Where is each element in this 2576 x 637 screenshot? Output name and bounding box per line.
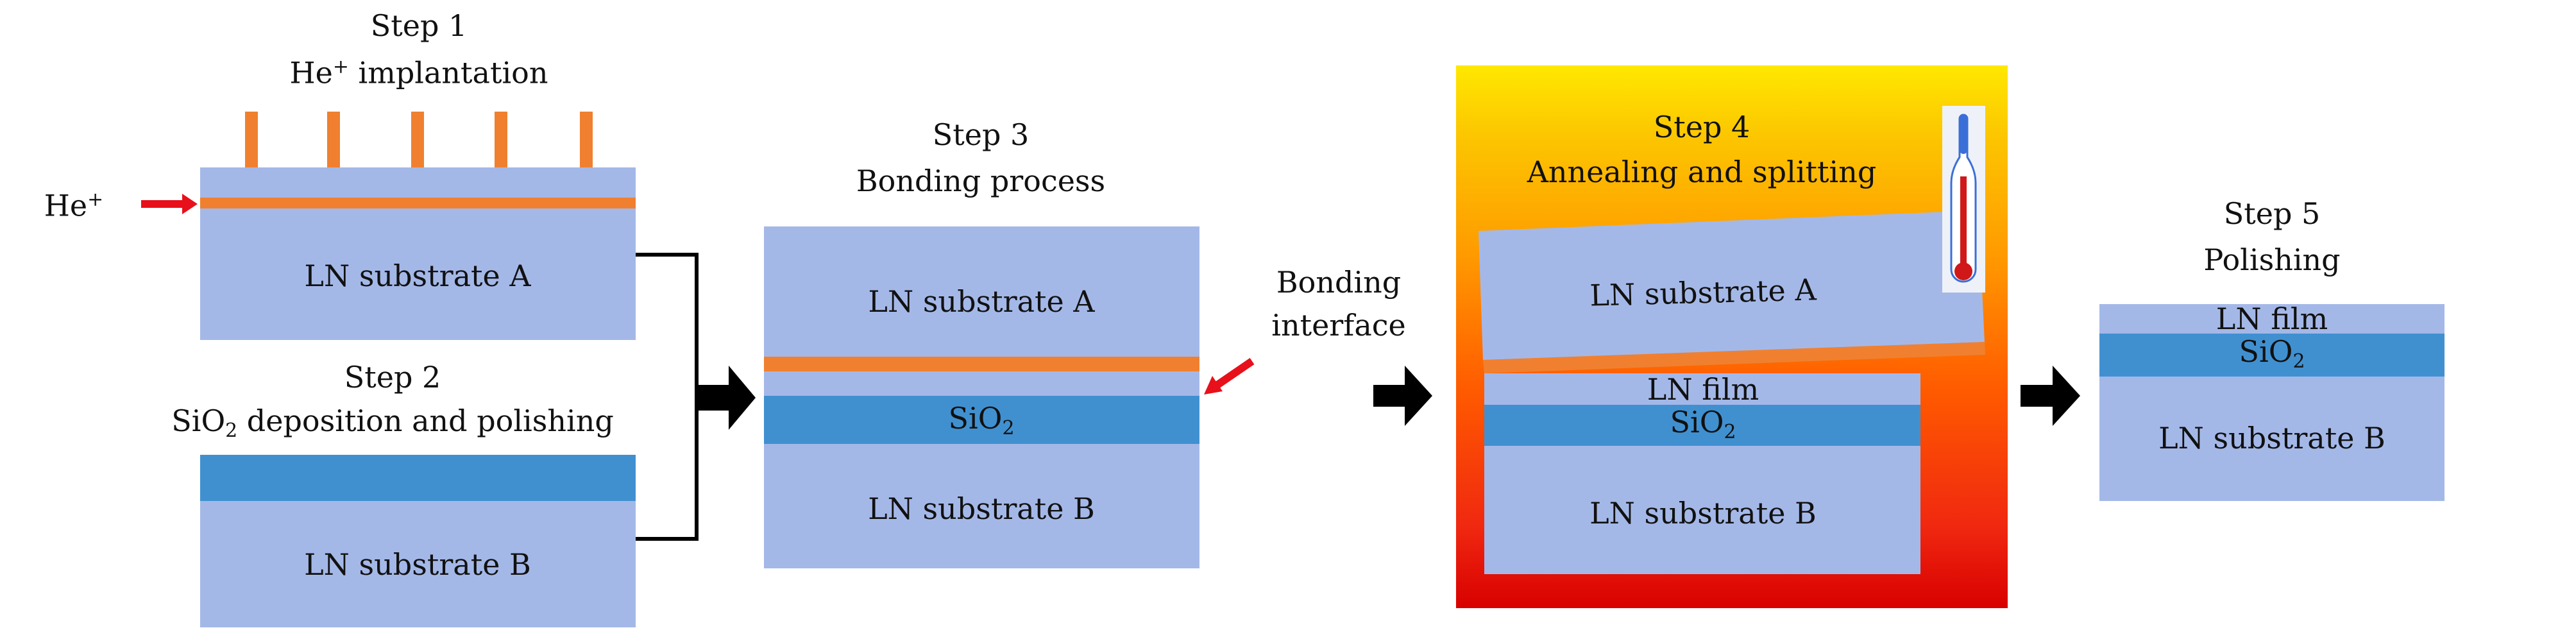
step4-title: Step 4 <box>1653 110 1750 144</box>
step2-subtitle: SiO2 deposition and polishing <box>171 406 614 441</box>
final-film-layer <box>2099 304 2445 334</box>
bonded-substrate-a <box>764 226 1199 357</box>
thermometer-icon <box>1942 106 1985 293</box>
bonding-interface-label-line2: interface <box>1271 308 1406 343</box>
sio2-base: SiO <box>171 403 226 439</box>
process-arrow-2 <box>1373 366 1432 426</box>
sio2-subscript: 2 <box>1002 417 1015 440</box>
split-implant-remnant <box>1483 342 1985 373</box>
process-arrow-3 <box>2021 366 2080 426</box>
process-arrow-1 <box>697 366 756 430</box>
annealed-film-label: LN film <box>1647 372 1759 407</box>
step3-subtitle: Bonding process <box>856 164 1106 198</box>
bonded-substrate-a-label: LN substrate A <box>868 284 1095 319</box>
merge-bracket <box>636 253 699 541</box>
substrate-a-label: LN substrate A <box>304 259 531 293</box>
substrate-a-block <box>200 167 636 340</box>
annealed-film-layer <box>1484 373 1920 405</box>
annealed-substrate-b <box>1484 446 1920 574</box>
sio2-layer <box>200 455 636 501</box>
step5-subtitle: Polishing <box>2203 242 2341 277</box>
sio2-base: SiO <box>1670 405 1724 440</box>
annealed-substrate-b-label: LN substrate B <box>1589 496 1817 531</box>
annealed-sio2-label: SiO2 <box>1670 407 1736 442</box>
sio2-subscript: 2 <box>2292 350 2305 373</box>
step3-title: Step 3 <box>932 117 1030 152</box>
implantation-text: implantation <box>348 55 548 90</box>
implanted-layer <box>200 198 636 208</box>
he-text: He <box>289 55 333 90</box>
sio2-subscript: 2 <box>225 420 238 443</box>
final-substrate-b-label: LN substrate B <box>2158 421 2385 455</box>
step1-title: Step 1 <box>370 8 468 43</box>
annealed-sio2-layer <box>1484 405 1920 446</box>
sio2-base: SiO <box>948 401 1003 436</box>
bonded-substrate-b-label: LN substrate B <box>868 491 1095 526</box>
ion-label-charge: + <box>87 188 104 211</box>
substrate-b-block <box>200 501 636 627</box>
step1-subtitle: He+ implantation <box>289 55 548 90</box>
final-substrate-b <box>2099 377 2445 501</box>
substrate-b-label: LN substrate B <box>304 547 531 582</box>
ion-label-base: He <box>44 188 88 223</box>
bonded-sio2-layer <box>764 396 1199 444</box>
bonded-implant-layer <box>764 357 1199 371</box>
bonding-interface-label-line1: Bonding <box>1276 265 1402 300</box>
he-charge: + <box>332 55 349 78</box>
split-substrate-a <box>1479 210 1985 360</box>
ion-arrow <box>141 194 198 214</box>
split-substrate-a-label: LN substrate A <box>1589 272 1817 313</box>
sio2-base: SiO <box>2239 334 2293 369</box>
step4-subtitle: Annealing and splitting <box>1527 155 1877 189</box>
final-film-label: LN film <box>2216 302 2328 336</box>
final-sio2-label: SiO2 <box>2239 337 2305 371</box>
step5-title: Step 5 <box>2223 196 2321 231</box>
interface-pointer-arrow <box>1204 358 1255 395</box>
bonded-sio2-label: SiO2 <box>949 403 1015 438</box>
step2-title: Step 2 <box>344 360 441 395</box>
bonded-substrate-b <box>764 444 1199 568</box>
final-sio2-layer <box>2099 334 2445 377</box>
ion-label: He+ <box>44 188 104 223</box>
sio2-subscript: 2 <box>1724 421 1736 444</box>
bonded-film-layer <box>764 371 1199 396</box>
deposition-text: deposition and polishing <box>237 403 614 439</box>
